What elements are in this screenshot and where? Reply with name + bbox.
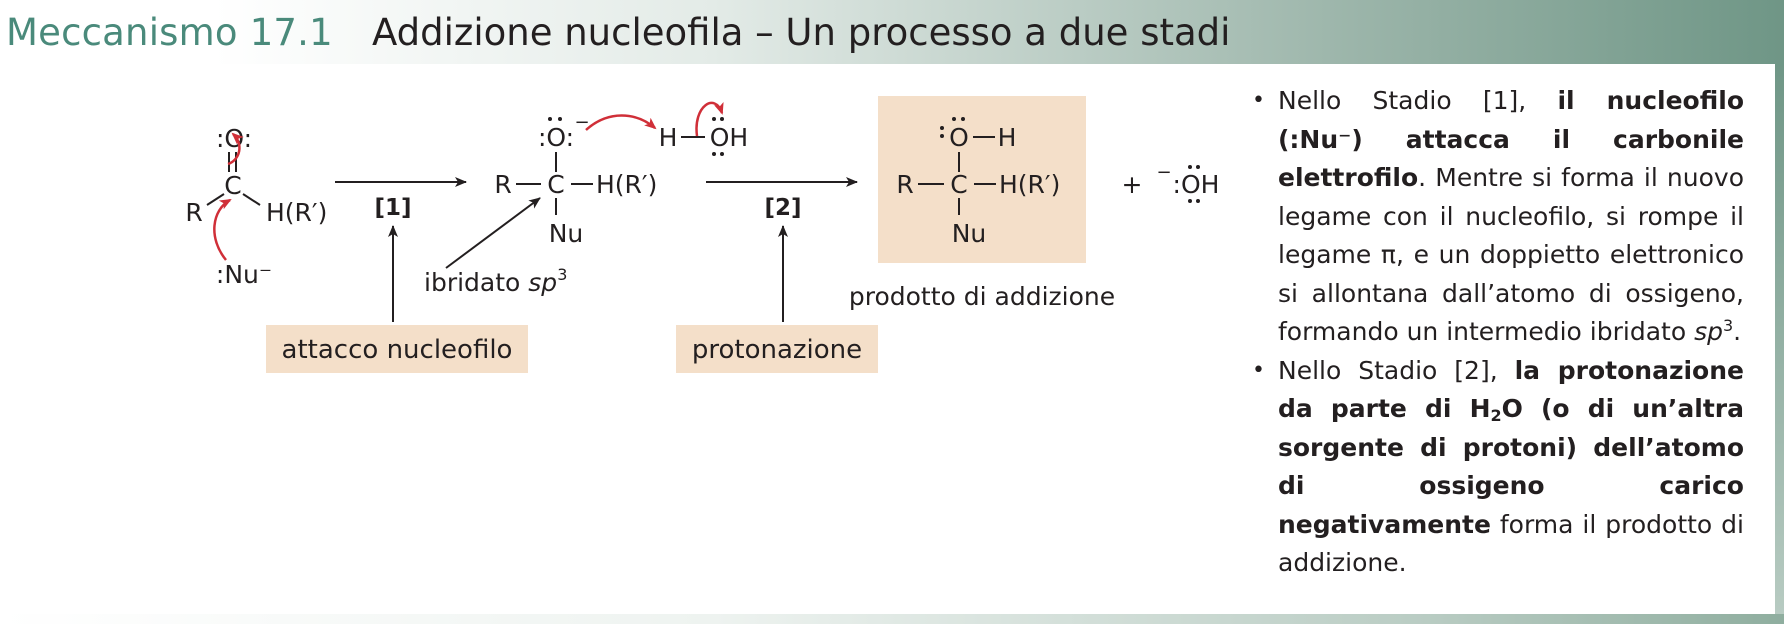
note-bullet: Nello Stadio [2], la protonazione da par… [1248, 352, 1744, 583]
nucleophile: :Nu⁻ [216, 260, 272, 289]
alkoxide-oxygen: :O: [538, 123, 574, 152]
mechanism-notes: Nello Stadio [1], il nucleofilo (:Nu⁻) a… [1248, 82, 1744, 583]
mechanism-title: Addizione nucleofila – Un processo a due… [372, 11, 1231, 54]
hydroxide-charge: − [1156, 162, 1171, 183]
oh-bond-break-curved-arrow [695, 101, 724, 137]
carbonyl-r-group: R [185, 198, 202, 227]
addition-product: O H C R H(R′) Nu [896, 117, 1060, 248]
plus-sign: + [1122, 170, 1143, 199]
product-h-group: H(R′) [999, 170, 1060, 199]
product-oxygen: O [949, 123, 969, 152]
step1-label-box: attacco nucleofilo [266, 325, 528, 373]
hydroxide-formula: :OH [1173, 170, 1220, 199]
product-carbon: C [950, 170, 967, 199]
note-text: la protonazione da parte di H [1278, 355, 1744, 424]
note-text: . [1733, 317, 1742, 346]
product-nu: Nu [952, 219, 987, 248]
mechanism-number: Meccanismo 17.1 [6, 11, 333, 54]
note-text: Nello Stadio [2], [1278, 355, 1515, 385]
step1-number: [1] [374, 195, 411, 221]
hydroxide-ion: − :OH [1156, 162, 1219, 203]
intermediate-nu: Nu [549, 219, 584, 248]
water-hydrogen: H [659, 123, 678, 152]
note-text: O (o di un’altra sorgente di protoni) de… [1278, 394, 1744, 539]
intermediate-carbon: C [547, 170, 564, 199]
mechanism-scheme: attacco nucleofilo protonazione :O: C R … [185, 96, 1219, 373]
pi-bond-shift-curved-arrow [227, 132, 244, 166]
note-text: 2 [1490, 406, 1502, 425]
water-hydroxyl: OH [710, 123, 748, 152]
intermediate-h-group: H(R′) [596, 170, 657, 199]
carbonyl-h-group: H(R′) [266, 198, 327, 227]
proton-transfer-curved-arrow [585, 114, 657, 131]
mechanism-header: Meccanismo 17.1 Addizione nucleofila – U… [0, 0, 1784, 64]
product-r-group: R [896, 170, 913, 199]
tetrahedral-intermediate: :O: − C R H(R′) Nu H OH [494, 101, 748, 248]
product-label: prodotto di addizione [849, 282, 1115, 311]
nucleophile-attack-curved-arrow [213, 198, 232, 261]
alkoxide-charge: − [574, 112, 589, 133]
note-text: il nucleofilo (:Nu⁻) attacca il carbonil… [1278, 86, 1744, 192]
step1-label: attacco nucleofilo [282, 335, 513, 365]
note-text: . Mentre si forma il nuovo legame con il… [1278, 163, 1744, 346]
carbonyl-oxygen: :O: [216, 124, 252, 153]
intermediate-hybridization-label: ibridato sp3 [424, 265, 567, 297]
note-text: sp [1694, 317, 1723, 346]
note-text: forma il prodotto di addizione. [1278, 509, 1744, 578]
note-text: Nello Stadio [1], [1278, 86, 1558, 115]
step2-label: protonazione [692, 335, 862, 365]
intermediate-r-group: R [494, 170, 511, 199]
step2-number: [2] [764, 195, 801, 221]
product-hydroxyl-h: H [998, 123, 1017, 152]
step2-label-box: protonazione [676, 325, 878, 373]
note-bullet: Nello Stadio [1], il nucleofilo (:Nu⁻) a… [1248, 82, 1744, 352]
reactant-carbonyl: :O: C R H(R′) :Nu⁻ [185, 124, 327, 289]
right-border [1775, 64, 1784, 624]
intermediate-pointer-arrow [445, 197, 541, 269]
note-text: 3 [1722, 316, 1734, 335]
product-highlight-box [878, 96, 1086, 263]
bottom-border [0, 614, 1784, 624]
carbonyl-carbon: C [224, 171, 241, 200]
